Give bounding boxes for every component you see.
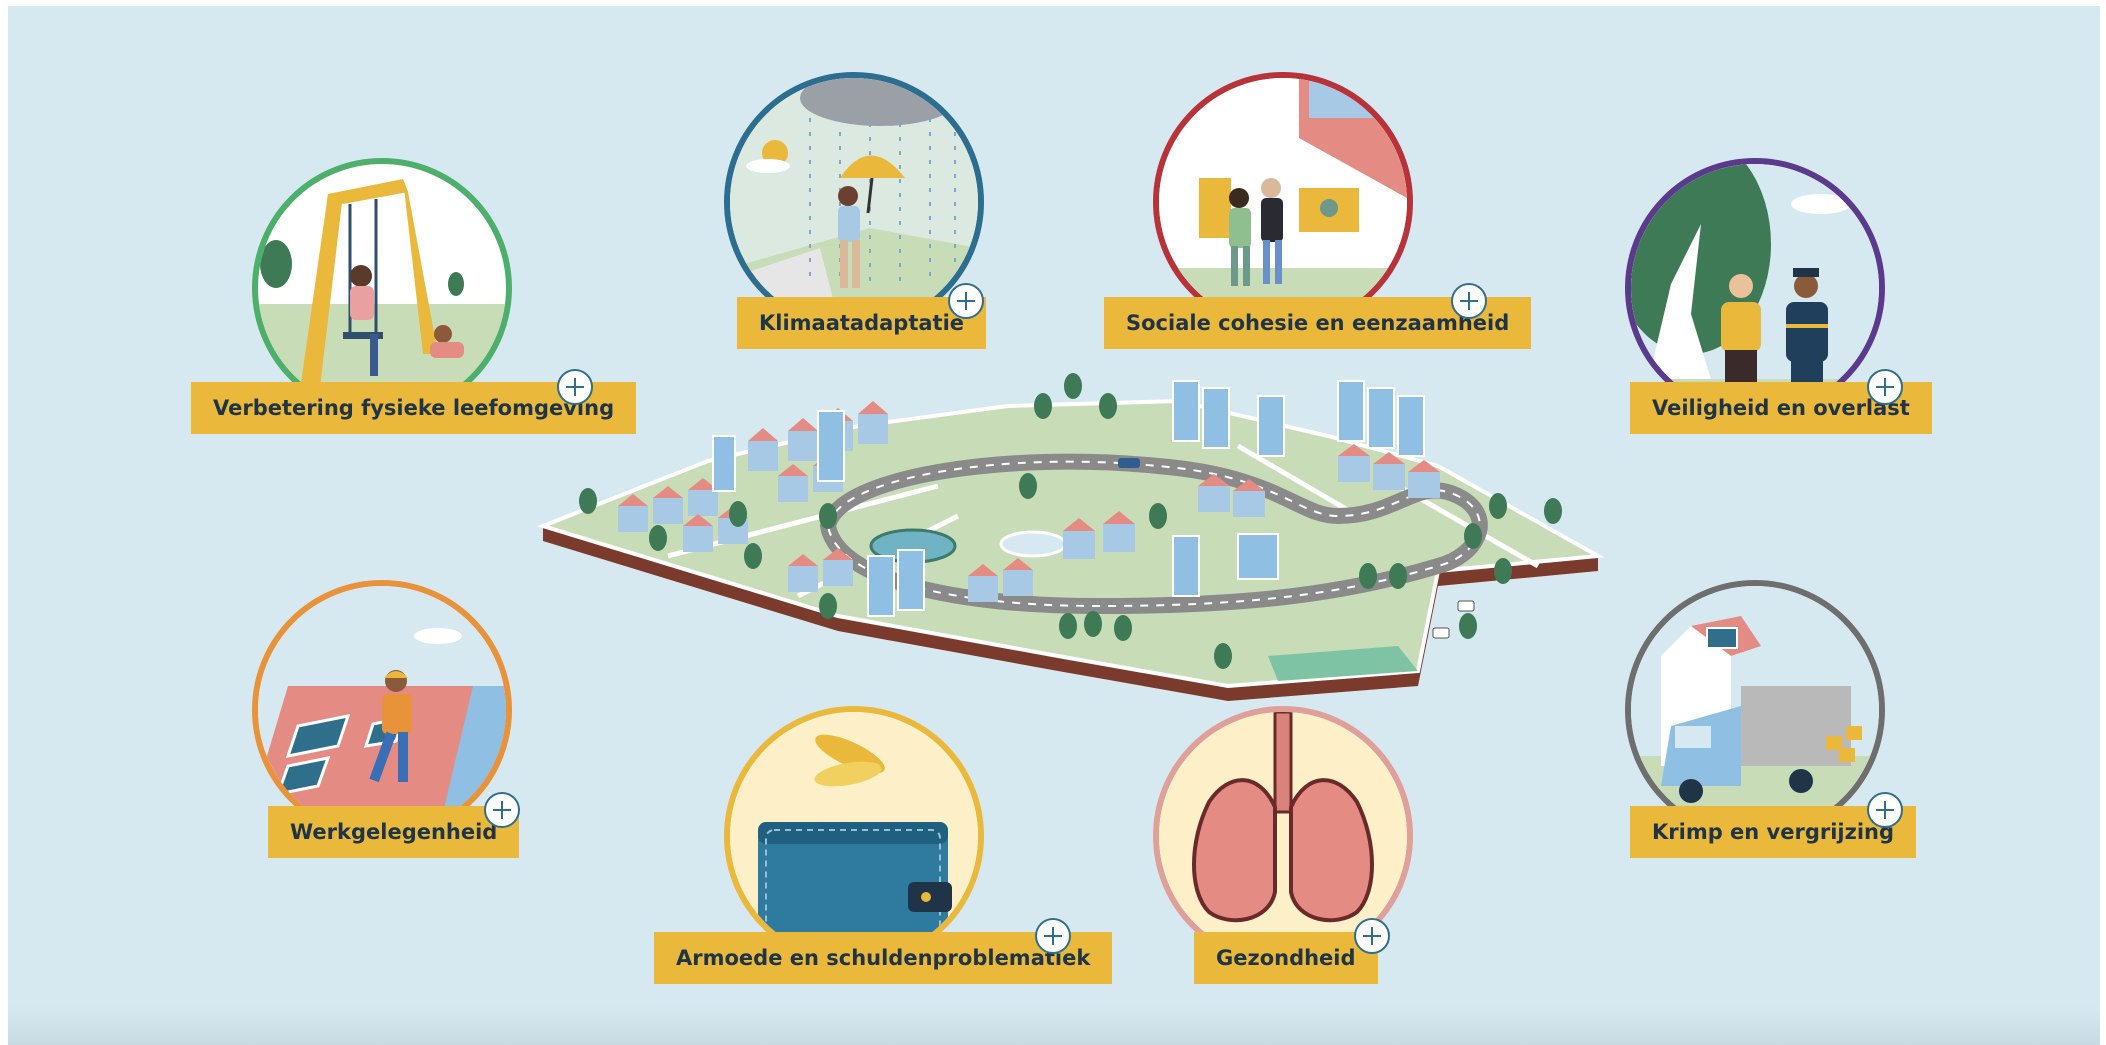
theme-label-veiligheid[interactable]: Veiligheid en overlast xyxy=(1630,382,1932,434)
neighbours-house-icon[interactable] xyxy=(1153,72,1413,332)
swing-playground-icon[interactable] xyxy=(252,158,512,418)
expand-button-werk[interactable] xyxy=(484,792,520,828)
wallet-icon[interactable] xyxy=(724,706,984,966)
police-officer-icon[interactable] xyxy=(1625,158,1885,418)
expand-button-armoede[interactable] xyxy=(1035,918,1071,954)
umbrella-rain-icon[interactable] xyxy=(724,72,984,332)
theme-label-gezondheid[interactable]: Gezondheid xyxy=(1194,932,1378,984)
theme-label-cohesie[interactable]: Sociale cohesie en eenzaamheid xyxy=(1104,297,1532,349)
moving-truck-icon[interactable] xyxy=(1625,580,1885,840)
expand-button-gezondheid[interactable] xyxy=(1354,918,1390,954)
theme-label-klimaat[interactable]: Klimaatadaptatie xyxy=(737,297,987,349)
expand-button-cohesie[interactable] xyxy=(1451,283,1487,319)
expand-button-veiligheid[interactable] xyxy=(1867,369,1903,405)
theme-overview: Verbetering fysieke leefomgeving xyxy=(8,6,2100,1045)
solar-worker-icon[interactable] xyxy=(252,580,512,840)
theme-label-krimp[interactable]: Krimp en vergrijzing xyxy=(1630,806,1917,858)
expand-button-klimaat[interactable] xyxy=(948,283,984,319)
theme-label-leefomgeving[interactable]: Verbetering fysieke leefomgeving xyxy=(191,382,637,434)
bottom-shade xyxy=(8,1005,2100,1045)
theme-label-werk[interactable]: Werkgelegenheid xyxy=(268,806,520,858)
expand-button-krimp[interactable] xyxy=(1867,792,1903,828)
neighbourhood-map xyxy=(538,373,1605,701)
expand-button-leefomgeving[interactable] xyxy=(557,369,593,405)
